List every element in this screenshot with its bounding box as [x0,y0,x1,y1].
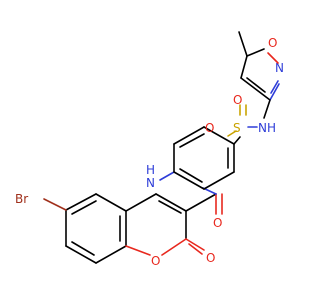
atom-label-n-isox: N [275,61,284,75]
atom-label-s: S [233,121,241,135]
atom-label-o-ring: O [151,254,160,268]
atom-label-o-isox: O [268,36,277,50]
bromo-group: Br [15,192,67,211]
atom-label-br: Br [15,192,28,206]
atom-label-o-s-top: O [233,93,242,107]
atom-label-nh-sulf: NH [258,121,276,135]
atom-label-n-amide: N [146,176,155,190]
isoxazole-ring: N O [238,31,284,119]
atom-label-o-s-left: O [205,121,214,135]
amide-group: O N H [146,163,223,230]
lactone-carbonyl: O [185,238,215,265]
sulfonamide-group: S O O NH [205,93,276,145]
atom-label-o-lactone: O [206,251,215,265]
coumarin-benzene-ring [65,193,127,264]
structure-diagram: Br O O O N H [15,31,284,268]
pyranone-ring: O [125,193,187,268]
atom-label-h-amide: H [146,163,155,177]
molecule-svg: Br O O O N H [15,31,284,268]
phenylene-ring [159,126,235,190]
atom-label-o-amide: O [213,216,222,230]
